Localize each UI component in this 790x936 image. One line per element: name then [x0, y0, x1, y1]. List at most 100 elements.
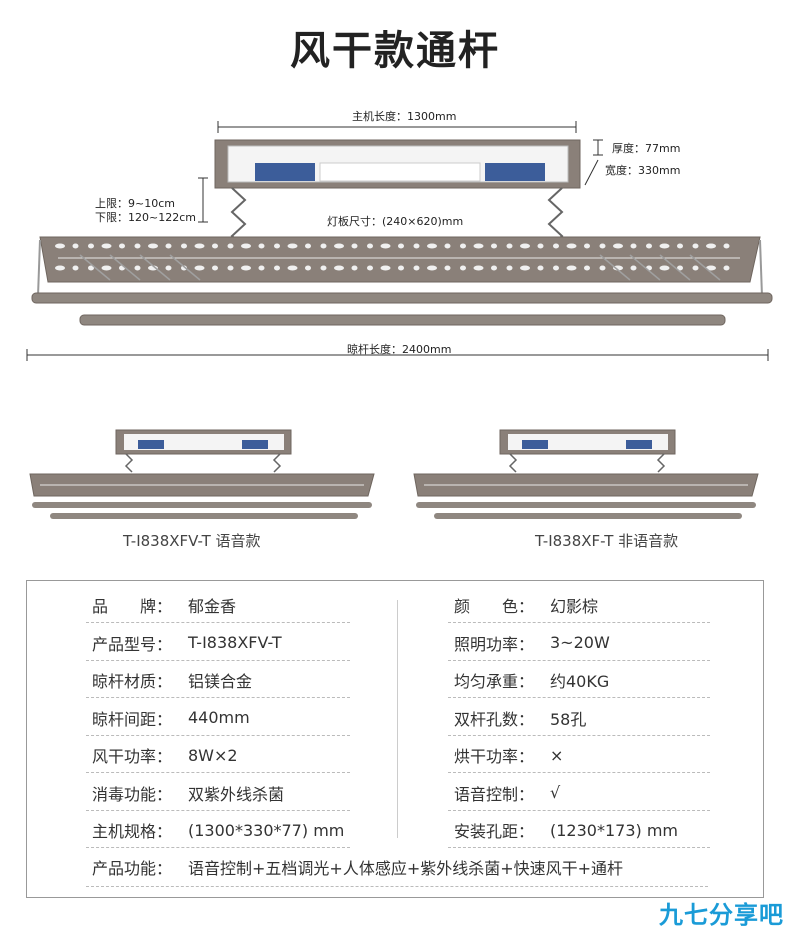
- spec-value: 铝镁合金: [188, 672, 253, 691]
- rack-hole: [677, 243, 683, 249]
- thickness-label: 厚度：77mm: [612, 142, 681, 155]
- rack-hole: [227, 243, 234, 249]
- rack-hole: [460, 265, 466, 271]
- main-product-drawing: [26, 121, 773, 361]
- rack-hole: [320, 243, 327, 249]
- spec-value: 440mm: [188, 708, 250, 727]
- model-label-nonvoice: T-I838XF-T 非语音款: [535, 532, 679, 550]
- rack-hole: [473, 265, 484, 271]
- rack-hole: [413, 265, 420, 271]
- rack-hole: [181, 265, 187, 271]
- rack-hole: [194, 243, 205, 249]
- spec-divider: [448, 809, 710, 811]
- rack-hole: [72, 243, 79, 249]
- spec-row: 照明功率： 3~20W: [454, 624, 610, 662]
- rack-hole: [305, 243, 311, 249]
- spec-value: 语音控制+五档调光+人体感应+紫外线杀菌+快速风干+通杆: [188, 859, 624, 878]
- rack-hole: [134, 265, 141, 271]
- rack-hole: [134, 243, 141, 249]
- rack-hole: [584, 265, 590, 271]
- rack-hole: [599, 265, 606, 271]
- rack-hole: [723, 265, 730, 271]
- rack-hole: [723, 243, 730, 249]
- rack-hole: [646, 243, 652, 249]
- spec-divider: [86, 734, 350, 736]
- spec-value: 8W×2: [188, 745, 238, 765]
- rack-hole: [101, 243, 112, 249]
- rack-hole: [334, 265, 344, 271]
- spec-row: 双杆孔数：58孔: [454, 699, 586, 737]
- spec-key: 照明功率：: [454, 634, 535, 654]
- model-drawing-nonvoice: [413, 429, 759, 519]
- spec-key: 均匀承重：: [454, 672, 535, 691]
- rack-hole: [55, 243, 65, 249]
- spec-key: 语音控制：: [454, 784, 535, 804]
- spec-key: 产品功能：: [92, 859, 173, 878]
- spec-divider: [86, 886, 708, 887]
- rack-hole: [367, 243, 373, 249]
- spec-row: 风干功率：8W×2: [92, 736, 238, 774]
- spec-row: 安装孔距：(1230*173) mm: [454, 811, 678, 849]
- spec-row: 语音控制： √: [454, 774, 560, 812]
- rack-hole: [258, 265, 265, 271]
- rack-hole: [566, 265, 577, 271]
- rack-hole: [274, 265, 280, 271]
- rack-hole: [212, 243, 218, 249]
- spec-value: √: [550, 783, 561, 802]
- rack-hole: [380, 265, 391, 271]
- spec-key: 颜 色：: [454, 597, 535, 616]
- rack-hole: [241, 265, 251, 271]
- width-label: 宽度：330mm: [605, 164, 681, 177]
- spec-divider: [448, 772, 710, 773]
- spec-row: 消毒功能： 双紫外线杀菌: [92, 774, 284, 812]
- rack-hole: [473, 243, 484, 249]
- spec-divider: [86, 847, 350, 848]
- rack-hole: [613, 243, 623, 249]
- rack-hole: [506, 265, 513, 271]
- rack-hole: [258, 243, 265, 249]
- spec-divider: [448, 734, 710, 736]
- rack-hole: [427, 243, 437, 249]
- rack-hole: [706, 265, 716, 271]
- rack-hole: [520, 243, 530, 249]
- rack-hole: [55, 265, 65, 271]
- page-title: 风干款通杆: [290, 28, 500, 74]
- rack-hole: [537, 243, 544, 249]
- rack-hole: [367, 265, 373, 271]
- rack-hole: [413, 243, 420, 249]
- rack-hole: [227, 265, 234, 271]
- rack-hole: [599, 243, 606, 249]
- rack-hole: [88, 265, 94, 271]
- spec-row: 烘干功率：×: [454, 736, 563, 774]
- rack-hole: [101, 265, 112, 271]
- spec-key: 消毒功能：: [92, 784, 173, 804]
- rack-hole: [398, 243, 404, 249]
- spec-key: 烘干功率：: [454, 747, 535, 766]
- rack-hole: [194, 265, 205, 271]
- rack-hole: [305, 265, 311, 271]
- rack-hole: [148, 243, 158, 249]
- site-logo: 九七分享吧: [659, 895, 784, 930]
- rack-hole: [351, 265, 358, 271]
- spec-row: 颜 色：幻影棕: [454, 586, 598, 624]
- rack-hole: [677, 265, 683, 271]
- spec-value: 3~20W: [550, 633, 610, 652]
- spec-function-row: 产品功能： 语音控制+五档调光+人体感应+紫外线杀菌+快速风干+通杆: [92, 848, 623, 886]
- spec-value: 郁金香: [188, 597, 237, 616]
- rack-hole: [88, 243, 94, 249]
- rack-hole: [584, 243, 590, 249]
- spec-divider: [448, 659, 710, 661]
- rack-hole: [72, 265, 79, 271]
- spec-divider: [86, 659, 350, 661]
- spec-value: 双紫外线杀菌: [188, 784, 285, 804]
- rack-hole: [659, 265, 670, 271]
- rack-hole: [566, 243, 577, 249]
- spec-key: 品 牌：: [92, 597, 173, 616]
- spec-row: 产品型号：T-I838XFV-T: [92, 624, 282, 662]
- rod-length-label: 晾杆长度：2400mm: [347, 343, 452, 356]
- spec-key: 双杆孔数：: [454, 709, 535, 729]
- rack-hole: [380, 243, 391, 249]
- spec-divider: [448, 847, 710, 848]
- rack-hole: [241, 243, 251, 249]
- rack-hole: [706, 243, 716, 249]
